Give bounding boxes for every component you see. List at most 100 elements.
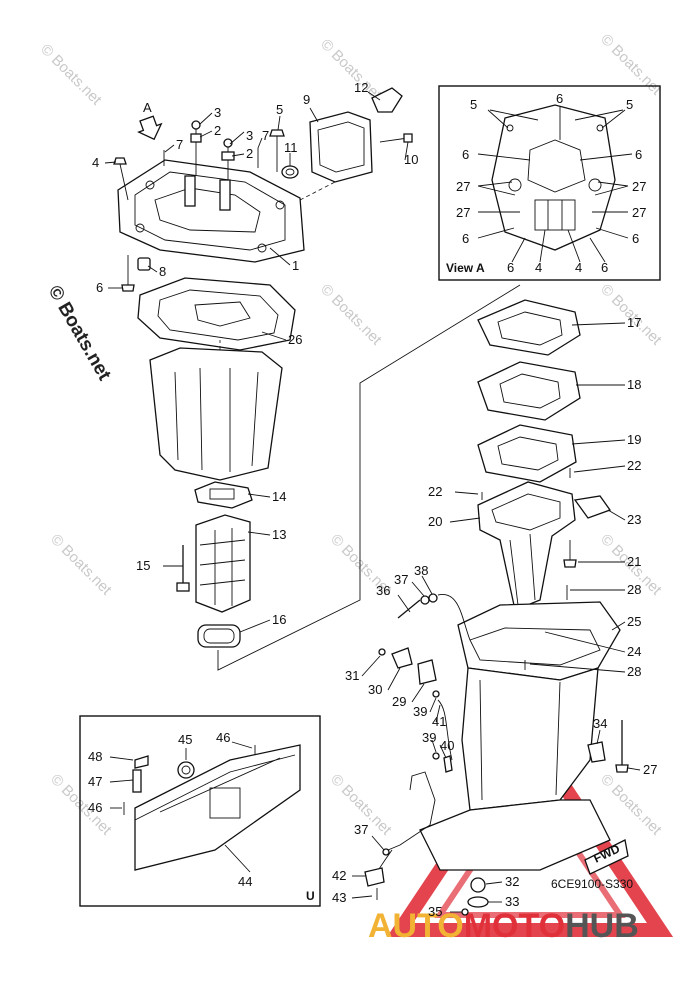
gasket-stack xyxy=(477,299,581,483)
callout-3b: 3 xyxy=(246,128,253,143)
callout-19: 19 xyxy=(627,432,641,447)
arrow-a-label: A xyxy=(143,100,152,115)
callout-13: 13 xyxy=(272,527,286,542)
oil-pan-part xyxy=(149,347,283,481)
fitting-part-42 xyxy=(364,867,385,887)
callout-5: 5 xyxy=(276,102,283,117)
screw-part-31 xyxy=(378,648,386,656)
callout-21: 21 xyxy=(627,554,641,569)
view-a-callout-6r2: 6 xyxy=(632,231,639,246)
bracket-assembly xyxy=(281,87,413,201)
callout-15: 15 xyxy=(136,558,150,573)
callout-32: 32 xyxy=(505,874,519,889)
fitting-part-48 xyxy=(134,755,149,769)
watermark: © Boats.net xyxy=(47,531,115,599)
logo-auto-text: AUTO xyxy=(368,907,464,945)
seal-part-23 xyxy=(573,495,612,519)
watermark: © Boats.net xyxy=(597,771,665,839)
view-a-callout-4b: 4 xyxy=(575,260,582,275)
callout-26: 26 xyxy=(288,332,302,347)
oring-part-37 xyxy=(420,595,430,605)
callout-24: 24 xyxy=(627,644,641,659)
watermark: © Boats.net xyxy=(317,281,385,349)
clip-part-12 xyxy=(371,87,403,113)
callout-12: 12 xyxy=(354,80,368,95)
gasket-part-14 xyxy=(194,481,253,509)
hose-part-41b xyxy=(387,771,436,851)
view-a-callout-6r: 6 xyxy=(635,147,642,162)
pipe-part-36 xyxy=(397,599,421,619)
plug-part-8 xyxy=(137,257,151,271)
upper-casing-assembly xyxy=(113,120,305,292)
callout-44: 44 xyxy=(238,874,252,889)
leader-lines xyxy=(104,91,641,913)
view-a-callout-4a: 4 xyxy=(535,260,542,275)
bolt-part-3 xyxy=(191,120,201,130)
exhaust-housing-assembly: FWD xyxy=(419,468,629,916)
casing-boss xyxy=(184,175,196,207)
callout-23: 23 xyxy=(627,512,641,527)
view-a-label: View A xyxy=(446,261,485,275)
fitting-part-38 xyxy=(428,593,438,603)
fwd-marker xyxy=(584,839,629,875)
bolt-head-21 xyxy=(563,559,577,568)
view-a-callout-5b: 5 xyxy=(626,97,633,112)
view-a-callout-27r: 27 xyxy=(632,179,646,194)
casing-boss xyxy=(219,179,231,211)
logo-hub-text: HUB xyxy=(565,907,639,945)
fittings-assembly xyxy=(364,593,471,900)
collar-part-2 xyxy=(190,133,202,143)
watermark: © Boats.net xyxy=(317,36,385,104)
callout-39b: 39 xyxy=(422,730,436,745)
callout-4: 4 xyxy=(92,155,99,170)
callout-40: 40 xyxy=(440,738,454,753)
callout-42: 42 xyxy=(332,868,346,883)
gasket-part-19 xyxy=(477,424,577,483)
strainer-part-13 xyxy=(195,514,251,613)
callout-18: 18 xyxy=(627,377,641,392)
bolt-hole xyxy=(257,243,267,253)
callout-35: 35 xyxy=(428,904,442,919)
callout-2b: 2 xyxy=(246,146,253,161)
callout-22: 22 xyxy=(627,458,641,473)
view-a-callout-27l2: 27 xyxy=(456,205,470,220)
clip-part-40 xyxy=(443,755,453,773)
callout-16: 16 xyxy=(272,612,286,627)
bolt-part-5 xyxy=(269,129,285,137)
u-inset-frame xyxy=(79,715,321,907)
copyright-text: © Boats.net xyxy=(44,282,115,385)
u-label: U xyxy=(306,889,315,903)
connection-line xyxy=(217,284,521,671)
bolt-head-15 xyxy=(176,582,190,592)
callout-7: 7 xyxy=(176,137,183,152)
callout-1: 1 xyxy=(292,258,299,273)
fitting-part-47 xyxy=(132,769,142,793)
callout-29: 29 xyxy=(392,694,406,709)
callout-8: 8 xyxy=(159,264,166,279)
bolt-hole xyxy=(145,180,155,190)
watermark: © Boats.net xyxy=(597,31,665,99)
oring-part-37b xyxy=(382,848,390,856)
callout-33: 33 xyxy=(505,894,519,909)
view-a-callout-5: 5 xyxy=(470,97,477,112)
callout-17: 17 xyxy=(627,315,641,330)
oil-pan-assembly xyxy=(137,277,296,648)
seal-part-16 xyxy=(197,624,241,648)
upper-casing-inner-rim xyxy=(134,171,286,251)
screw-part-39b xyxy=(432,752,440,760)
callout-36: 36 xyxy=(376,583,390,598)
view-a-callout-27l: 27 xyxy=(456,179,470,194)
callout-47: 47 xyxy=(88,774,102,789)
callout-7b: 7 xyxy=(262,128,269,143)
bolt-part-10 xyxy=(379,137,409,143)
callout-25: 25 xyxy=(627,614,641,629)
bracket-part-9 xyxy=(309,111,373,183)
callout-28: 28 xyxy=(627,582,641,597)
view-a-inset: View A 5 5 6 6 6 27 27 27 27 6 6 6 4 4 6 xyxy=(438,85,661,281)
callout-2: 2 xyxy=(214,123,221,138)
callout-30: 30 xyxy=(368,682,382,697)
diagram-code: 6CE9100-S330 xyxy=(551,877,633,891)
gasket-part-17 xyxy=(477,299,581,356)
upper-casing-part xyxy=(117,159,305,263)
